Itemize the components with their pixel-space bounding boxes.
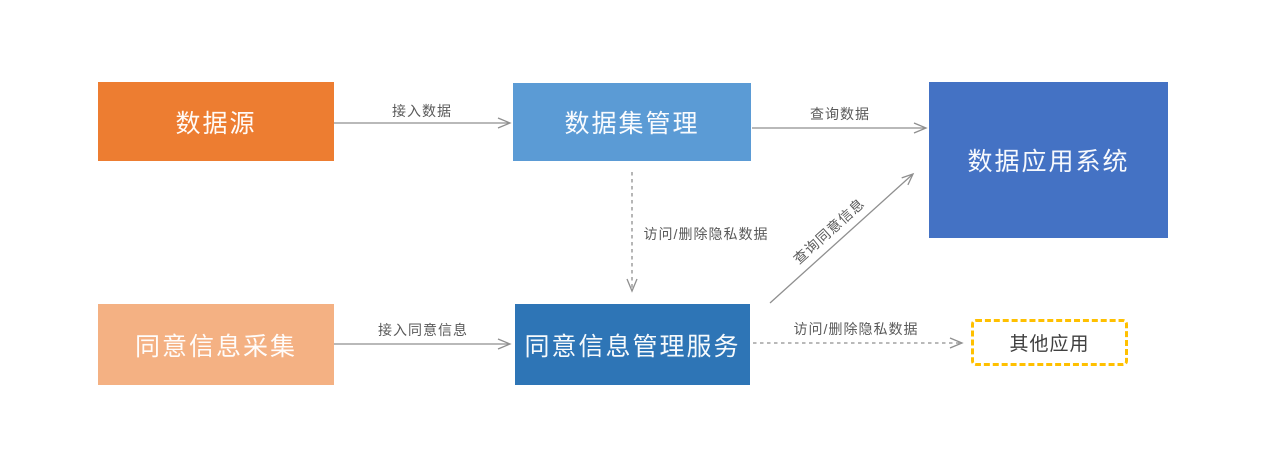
edge-label-access-data: 接入数据 bbox=[392, 103, 452, 119]
arrow-query-data bbox=[752, 122, 928, 134]
arrow-access-delete-private-horizontal bbox=[753, 337, 964, 349]
edge-label-access-delete-private-data: 访问/删除隐私数据 bbox=[643, 226, 769, 242]
edge-label-query-data: 查询数据 bbox=[810, 106, 870, 122]
node-other-applications: 其他应用 bbox=[971, 319, 1128, 366]
node-data-source: 数据源 bbox=[98, 82, 334, 161]
edge-label-access-consent-info: 接入同意信息 bbox=[378, 322, 468, 338]
node-consent-info-management-service-label: 同意信息管理服务 bbox=[524, 332, 741, 361]
node-consent-info-management-service: 同意信息管理服务 bbox=[515, 304, 750, 385]
node-other-applications-label: 其他应用 bbox=[1009, 334, 1090, 355]
node-consent-info-collection-label: 同意信息采集 bbox=[134, 332, 297, 361]
arrow-access-consent bbox=[334, 338, 512, 350]
edge-label-query-consent-info: 查询同意信息 bbox=[790, 194, 868, 268]
node-data-application-system: 数据应用系统 bbox=[929, 82, 1168, 238]
arrow-query-consent bbox=[769, 172, 915, 304]
node-dataset-management-label: 数据集管理 bbox=[564, 110, 700, 138]
node-data-application-system-label: 数据应用系统 bbox=[967, 148, 1130, 176]
node-dataset-management: 数据集管理 bbox=[513, 83, 751, 161]
edge-label-access-delete-private-data-2: 访问/删除隐私数据 bbox=[793, 321, 919, 337]
node-consent-info-collection: 同意信息采集 bbox=[98, 304, 334, 385]
arrow-access-delete-private-vertical bbox=[626, 172, 638, 293]
node-data-source-label: 数据源 bbox=[175, 109, 257, 138]
